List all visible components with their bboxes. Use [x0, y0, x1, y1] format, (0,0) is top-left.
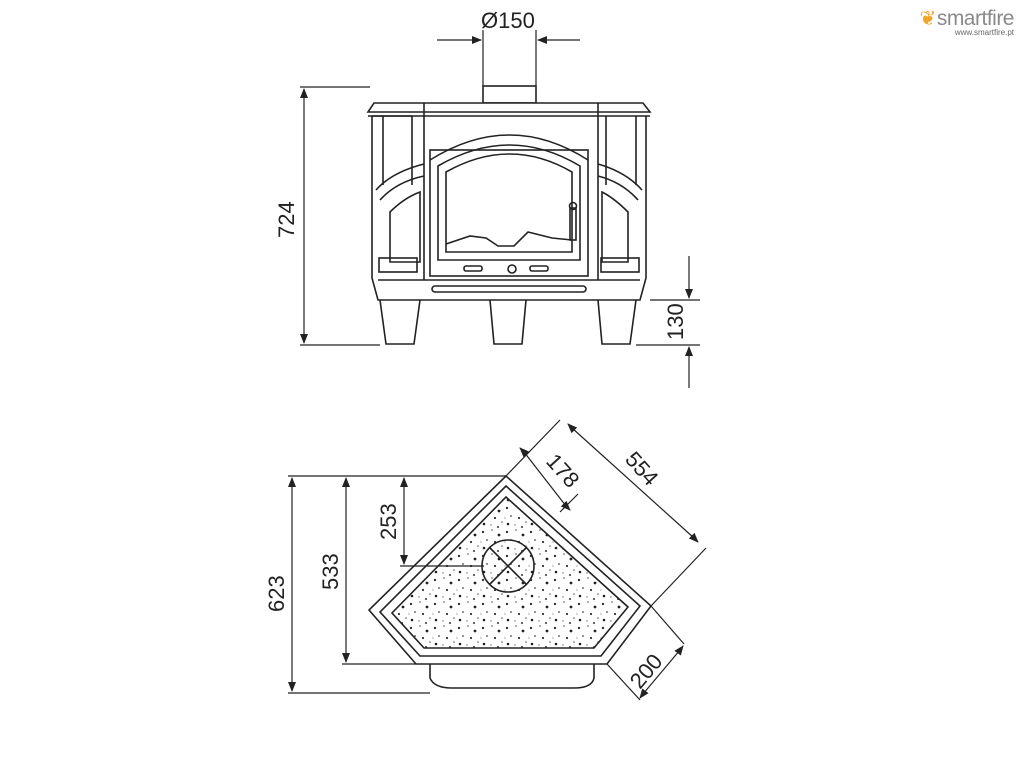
granite-top	[390, 495, 630, 649]
top-dimensions	[288, 419, 707, 701]
brand-url: www.smartfire.pt	[954, 28, 1014, 37]
leg-right	[597, 299, 637, 345]
stove-body	[371, 116, 647, 301]
leg-center	[489, 299, 527, 345]
depth-to-center-label: 253	[376, 503, 401, 540]
brand-logo: ❦smartfire www.smartfire.pt	[919, 6, 1015, 37]
total-depth-label: 623	[264, 575, 289, 612]
front-dimensions	[300, 30, 700, 388]
body-depth-label: 533	[318, 553, 343, 590]
side-depth-label: 178	[541, 449, 584, 493]
flue-diameter-label: Ø150	[481, 8, 535, 33]
leg-left	[379, 299, 421, 345]
front-view	[366, 85, 652, 345]
hearth	[429, 664, 595, 689]
total-height-label: 724	[274, 201, 299, 238]
brand-name: ❦smartfire	[919, 7, 1015, 30]
door-handle	[569, 207, 577, 241]
front-face-label: 200	[625, 649, 668, 693]
diagonal-width-label: 554	[620, 447, 663, 491]
top-outline	[367, 474, 653, 665]
stove-door	[429, 149, 589, 277]
flame-icon: ❦	[919, 8, 937, 30]
top-view	[367, 474, 653, 689]
top-plate	[366, 102, 652, 113]
flue-pipe	[482, 85, 537, 104]
leg-height-label: 130	[663, 303, 688, 340]
